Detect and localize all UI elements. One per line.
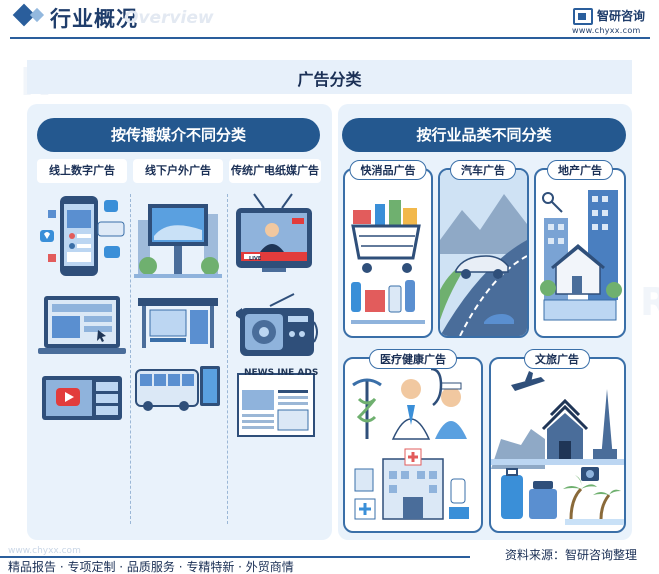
page-title-en: Overview (124, 8, 214, 28)
travel-icon (491, 371, 624, 525)
laptop-icon (38, 296, 126, 354)
section-title: 广告分类 (297, 70, 362, 89)
medical-icon (352, 367, 469, 520)
smartphone-icon (40, 196, 125, 276)
card-label-cultural-tourism: 文旅广告 (524, 349, 590, 369)
right-heading: 按行业品类不同分类 (342, 118, 626, 152)
tab-outdoor: 线下户外广告 (133, 159, 223, 183)
header-diamond-icon (29, 7, 45, 23)
card-label-real-estate: 地产广告 (547, 160, 613, 180)
tv-icon (236, 193, 312, 272)
footer-divider (0, 556, 470, 558)
page-title: 行业概况 (50, 7, 138, 31)
column-divider (130, 194, 131, 524)
card-automotive (438, 168, 529, 338)
left-heading: 按传播媒介不同分类 (37, 118, 320, 152)
card-label-fmcg: 快消品广告 (349, 160, 427, 180)
card-label-automotive: 汽车广告 (450, 160, 516, 180)
column-divider (227, 194, 228, 524)
section-band: 广告分类 (27, 60, 632, 94)
outdoor-ads-illustration (134, 190, 222, 535)
footer-bar (0, 556, 659, 574)
card-label-healthcare: 医疗健康广告 (369, 349, 457, 369)
card-fmcg (343, 168, 433, 338)
footer-slogan: 精品报告 · 专项定制 · 品质服务 · 专精特新 · 外贸商情 (8, 560, 294, 574)
watermark: R (640, 280, 659, 324)
logo-url: www.chyxx.com (572, 26, 641, 35)
billboard-icon (134, 204, 222, 278)
live-label: LIVE (249, 256, 262, 262)
shopping-cart-icon (351, 200, 425, 324)
radio-icon (236, 293, 318, 356)
bus-shelter-icon (138, 298, 218, 348)
logo-name: 智研咨询 (597, 9, 646, 23)
logo-icon (573, 8, 593, 25)
tab-traditional-media: 传统广电纸媒广告 (229, 159, 321, 183)
traditional-ads-illustration: LIVE NEWS INE ADS (232, 190, 320, 535)
card-cultural-tourism (489, 357, 626, 533)
online-ads-illustration (38, 190, 126, 535)
header-divider (10, 37, 650, 39)
source-note: 资料来源：智研咨询整理 (505, 548, 638, 562)
newspaper-headline: NEWS INE ADS (244, 368, 319, 378)
footer-watermark: www.chyxx.com (8, 546, 81, 556)
video-player-icon (42, 376, 122, 420)
card-real-estate (534, 168, 626, 338)
card-healthcare (343, 357, 483, 533)
car-icon (440, 170, 527, 336)
page-header: 行业概况 Overview 智研咨询 www.chyxx.com (0, 0, 659, 40)
buildings-icon (540, 190, 622, 321)
tab-online-digital: 线上数字广告 (37, 159, 127, 183)
bus-icon (135, 366, 220, 411)
newspaper-icon (237, 373, 315, 437)
